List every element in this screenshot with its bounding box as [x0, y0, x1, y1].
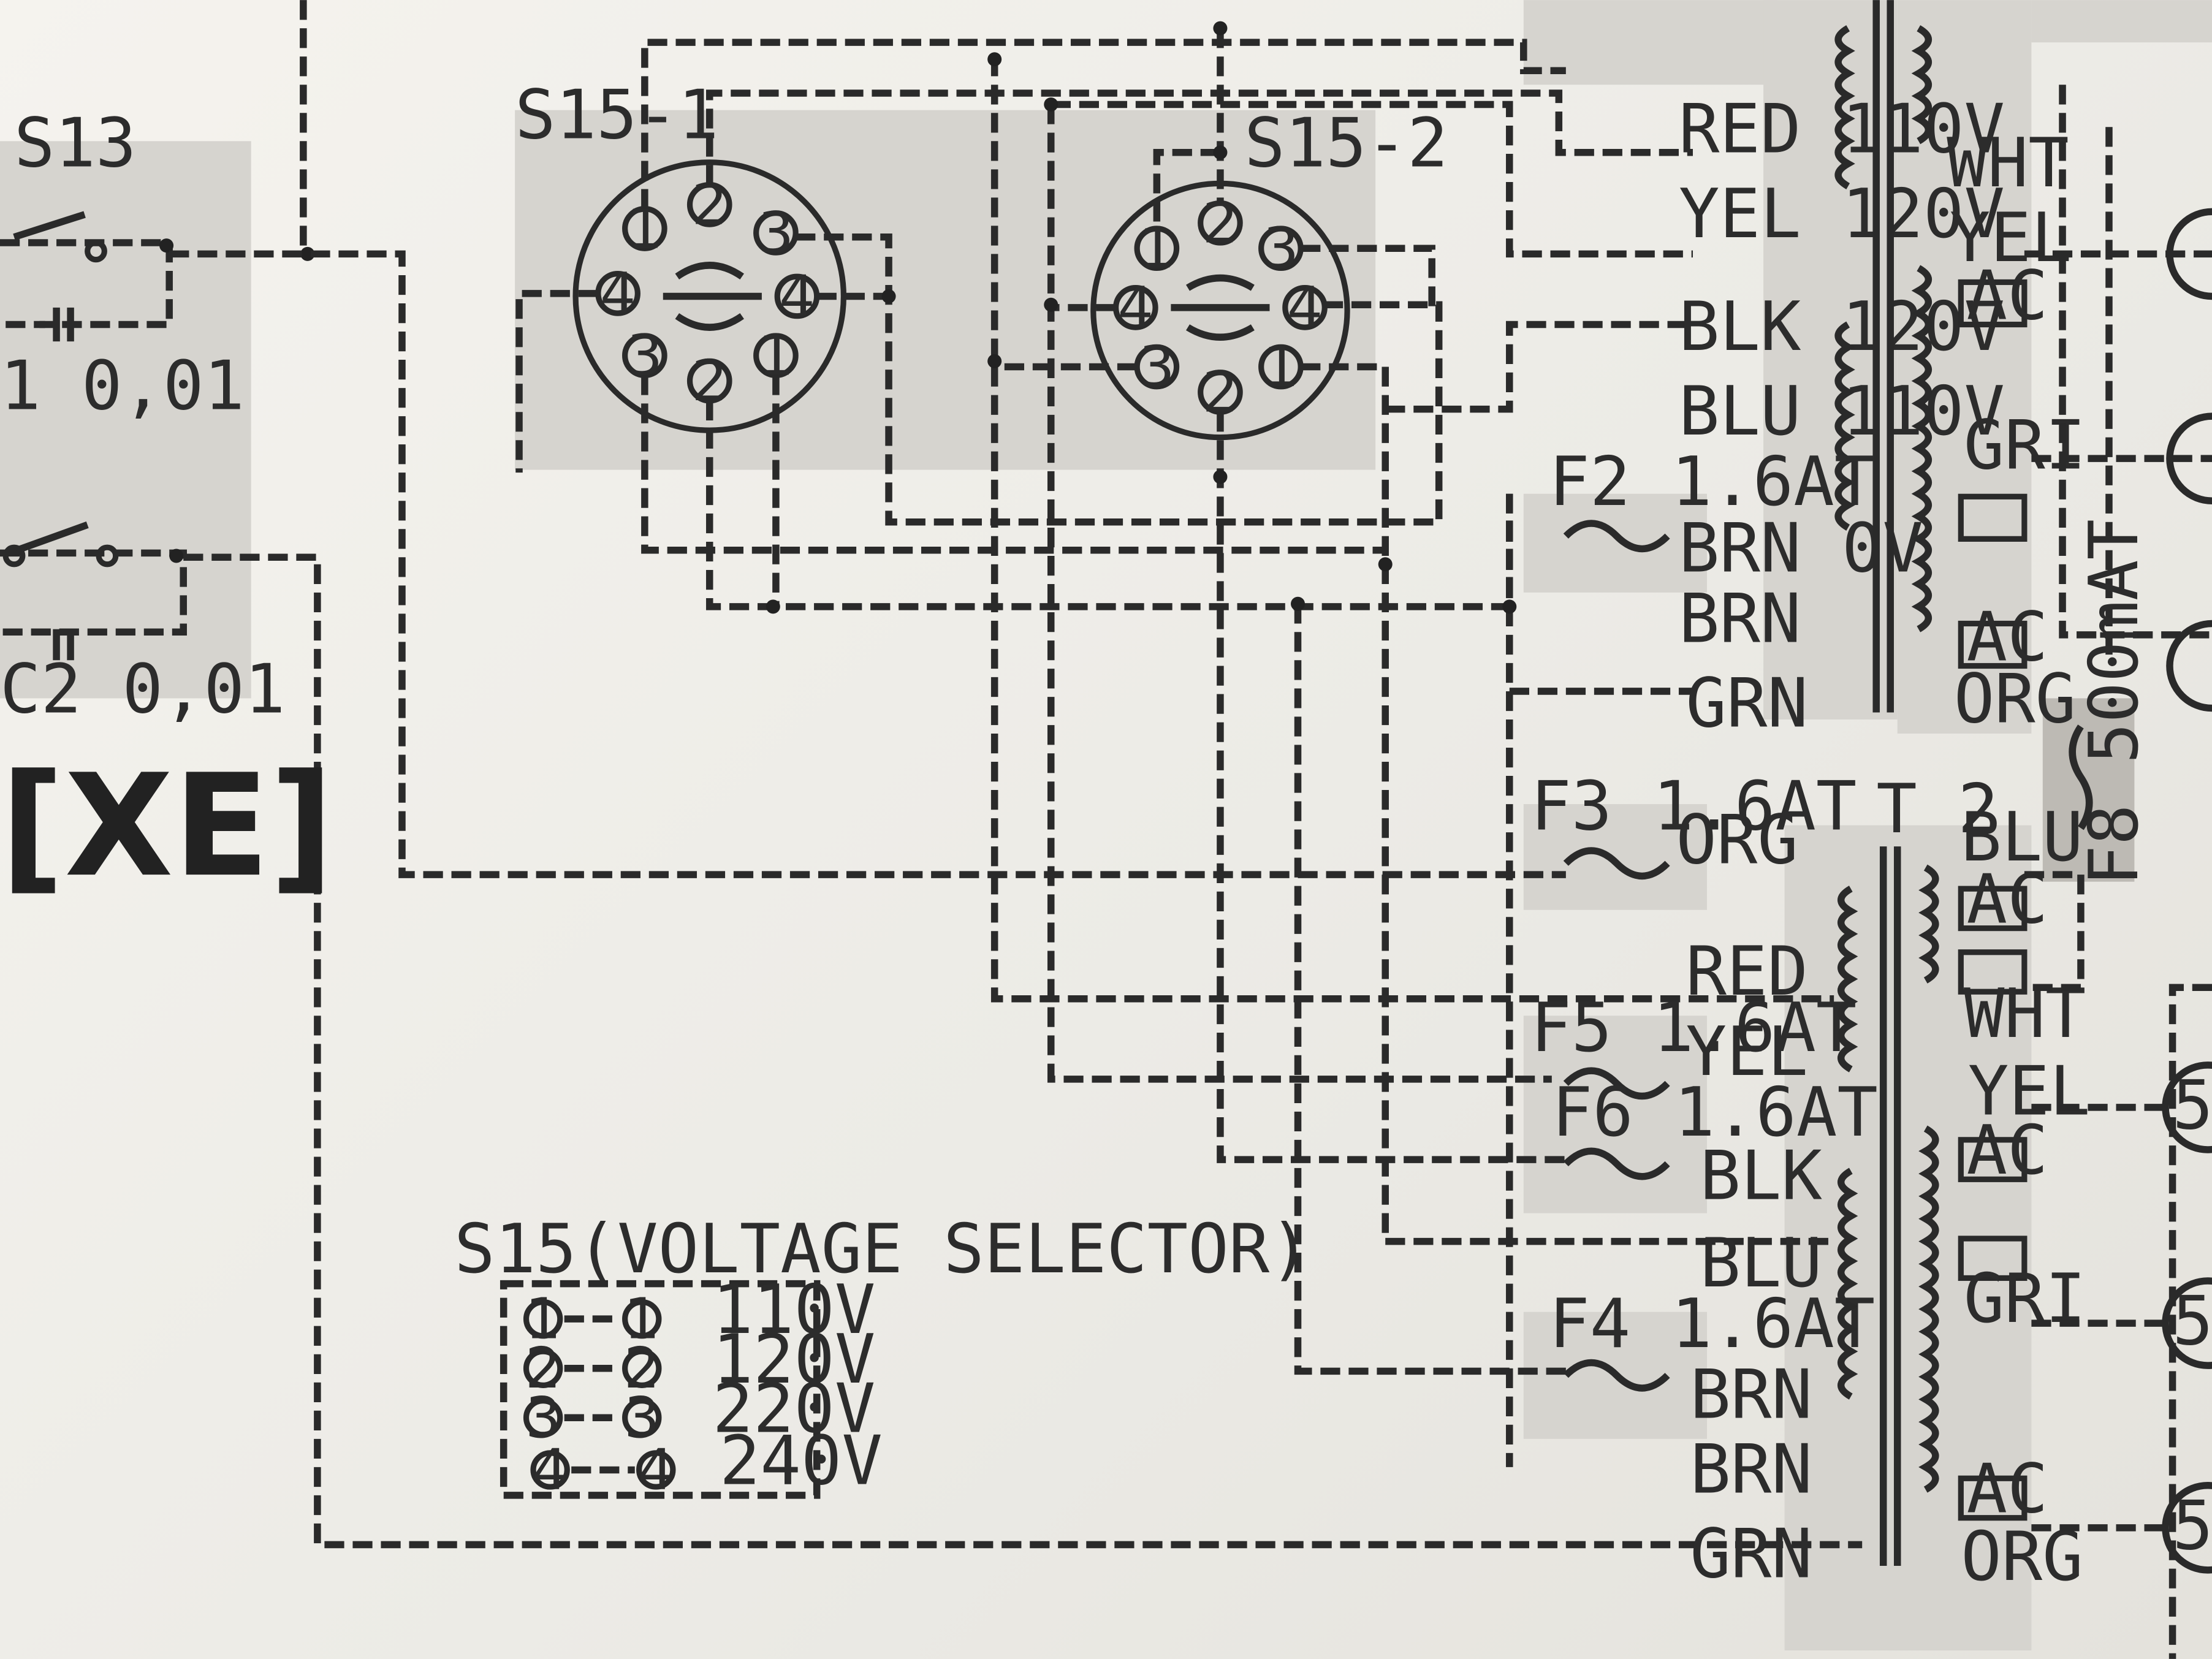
svg-text:4: 4 [638, 1437, 674, 1503]
s13-label: S13 [14, 104, 137, 183]
svg-text:F8 500mAT: F8 500mAT [2075, 519, 2154, 886]
svg-text:110V: 110V [712, 1270, 875, 1350]
svg-text:F2 1.6AT: F2 1.6AT [1549, 442, 1875, 522]
svg-text:511: 511 [2173, 1066, 2212, 1145]
svg-text:F6 1.6AT: F6 1.6AT [1552, 1073, 1878, 1152]
t2-primary-taps: ORG RED YEL BLK BLU BRN BRN GRN [1676, 801, 1822, 1594]
svg-text:ORG: ORG [1954, 660, 2077, 739]
svg-text:4: 4 [600, 260, 636, 326]
t2-core [1879, 846, 1901, 1566]
f3-shade [1523, 804, 1708, 910]
svg-text:3: 3 [1263, 216, 1299, 281]
voltage-legend: S15(VOLTAGE SELECTOR) 1 1 110V 2 2 120V … [454, 1210, 1310, 1503]
f5-shade [1523, 1016, 1708, 1213]
svg-text:BLU: BLU [1961, 798, 2083, 877]
svg-text:1: 1 [624, 1286, 660, 1352]
svg-text:YEL: YEL [1686, 1012, 1808, 1091]
svg-text:3: 3 [1139, 334, 1175, 400]
svg-text:1: 1 [525, 1286, 561, 1352]
t2-primary-coil-1 [1838, 886, 1858, 1072]
t1-right-shade [2031, 0, 2212, 43]
s13-shade [0, 141, 251, 699]
svg-text:AC: AC [1967, 1450, 2048, 1529]
svg-text:240V: 240V [720, 1421, 883, 1500]
svg-text:120V: 120V [712, 1320, 875, 1399]
s15-2-label: S15-2 [1244, 104, 1448, 183]
t2-primary-coil-2 [1838, 1167, 1858, 1400]
svg-text:AC: AC [1967, 256, 2048, 335]
svg-text:YEL: YEL [1950, 199, 2072, 278]
svg-text:YEL: YEL [1968, 1052, 2091, 1131]
svg-text:RED: RED [1686, 932, 1808, 1011]
svg-text:3: 3 [525, 1385, 561, 1451]
t2-secondary-coil [1918, 1125, 1939, 1493]
t1-core [1872, 0, 1894, 713]
selector-wiring [515, 21, 1834, 1467]
svg-text:3: 3 [624, 1385, 660, 1451]
svg-text:1: 1 [1139, 216, 1175, 281]
s15-1-label: S15-1 [515, 76, 719, 155]
svg-text:F3 1.6AT: F3 1.6AT [1530, 767, 1857, 846]
svg-text:GRN: GRN [1690, 1514, 1812, 1593]
svg-text:F4 1.6AT: F4 1.6AT [1549, 1285, 1875, 1364]
svg-text:2: 2 [624, 1335, 660, 1401]
svg-text:F5 1.6AT: F5 1.6AT [1530, 989, 1857, 1068]
svg-text:WHT: WHT [1947, 124, 2069, 203]
s15-2-pins: 1 2 3 4 4 3 2 1 [1113, 190, 1328, 425]
svg-text:BRN: BRN [1690, 1430, 1812, 1509]
svg-text:4: 4 [1287, 275, 1323, 340]
svg-text:220V: 220V [712, 1369, 875, 1448]
region-label: [XE] [0, 744, 334, 908]
svg-text:2: 2 [525, 1335, 561, 1401]
svg-text:510: 510 [2173, 1486, 2212, 1565]
svg-text:BLU: BLU [1700, 1224, 1822, 1303]
svg-text:512: 512 [2173, 1282, 2212, 1361]
t2-title: T 2 [1876, 770, 1999, 849]
svg-text:ORG: ORG [1676, 801, 1798, 880]
t1-secondary-coil [1911, 265, 1932, 632]
svg-text:BRN: BRN [1690, 1355, 1812, 1434]
fuses: F2 1.6AT F3 1.6AT F5 1.6AT F6 1.6AT F4 1… [1530, 442, 2154, 1392]
svg-text:3: 3 [758, 200, 794, 265]
t1-secondary-labels: WHT YEL AC GRI AC ORG [1947, 124, 2086, 739]
f2-shade [1523, 493, 1708, 593]
svg-text:AC: AC [1967, 598, 2048, 677]
svg-text:GRN: GRN [1686, 664, 1808, 743]
c1-label: 1 0,01 [0, 347, 245, 426]
svg-text:4: 4 [1118, 275, 1154, 340]
svg-text:BRN 0V: BRN 0V [1679, 509, 1923, 588]
svg-text:1: 1 [1263, 334, 1299, 400]
s15-1-pins: 1 2 3 4 4 3 2 1 [595, 172, 820, 414]
t1-primary-coil-2 [1834, 321, 1855, 531]
svg-text:YEL 120V: YEL 120V [1679, 175, 2005, 254]
c2-label: C2 0,01 [0, 650, 286, 729]
svg-text:BRN: BRN [1679, 579, 1801, 658]
t1-primary-coil-1 [1834, 25, 1855, 189]
svg-text:AC: AC [1967, 1111, 2048, 1190]
svg-text:4: 4 [532, 1437, 568, 1503]
svg-text:S15(VOLTAGE SELECTOR): S15(VOLTAGE SELECTOR) [454, 1210, 1310, 1289]
svg-text:4: 4 [779, 264, 815, 329]
svg-text:GRI: GRI [1964, 406, 2086, 485]
svg-text:BLK: BLK [1700, 1137, 1822, 1216]
